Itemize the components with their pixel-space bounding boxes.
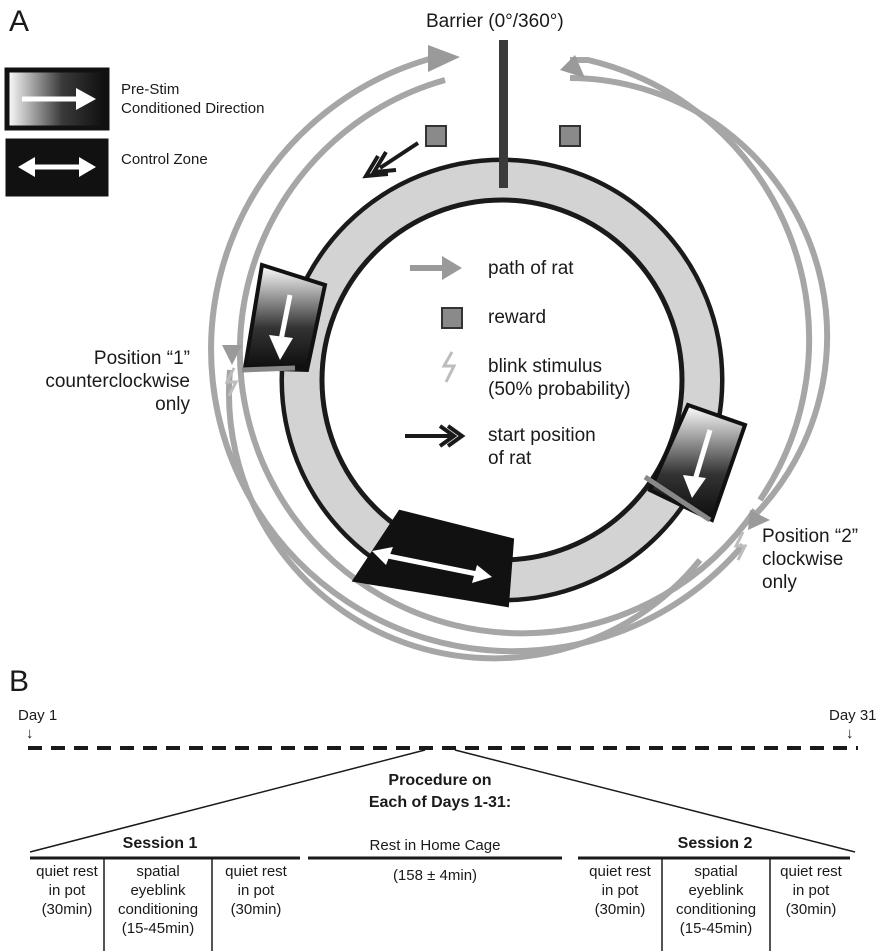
rest-duration: (158 ± 4min): [392, 867, 478, 884]
procedure-fan-right: [454, 749, 856, 853]
conditioned-zone-position-1: [241, 262, 328, 373]
legend-control-zone-label: Control Zone: [121, 151, 208, 168]
conditioned-zone-position-2: [643, 402, 748, 523]
path-arrowhead-top-right: [560, 55, 585, 78]
key-start-arrow-icon: [405, 424, 466, 448]
day-start-label: Day 1: [18, 707, 58, 724]
key-blink-label: blink stimulus (50% probability): [488, 356, 631, 400]
position-2-label: Position “2” clockwise only: [762, 526, 859, 593]
panel-a-label: A: [9, 5, 30, 38]
position-1-label: Position “1” counterclockwise only: [45, 348, 190, 415]
rat-path-rings: [208, 52, 831, 662]
session2-cell-quiet-rest-post: quiet rest in pot (30min): [780, 863, 842, 918]
reward-square-left: [425, 125, 447, 147]
key-blink-icon: [441, 351, 457, 383]
key-start-label: start position of rat: [488, 425, 596, 469]
day-start-arrow-icon: ↓: [26, 725, 34, 742]
session2-label: Session 2: [677, 835, 753, 852]
legend-pre-stim-box: [4, 67, 110, 131]
path-arrowhead-right: [748, 510, 770, 530]
legend-control-zone-box: [5, 138, 109, 197]
reward-square-right: [559, 125, 581, 147]
key-path-label: path of rat: [488, 258, 574, 279]
start-position-arrow: [362, 141, 420, 179]
session2-cell-quiet-rest-pre: quiet rest in pot (30min): [589, 863, 651, 918]
session1-cell-quiet-rest-pre: quiet rest in pot (30min): [36, 863, 98, 918]
key-path-arrow-icon: [410, 256, 462, 280]
blink-stimulus-position-2: [733, 531, 748, 561]
panel-b-label: B: [9, 665, 30, 698]
day-end-arrow-icon: ↓: [846, 725, 854, 742]
session-dividers: [103, 858, 771, 951]
day-end-label: Day 31: [829, 707, 877, 724]
control-zone-track: [351, 509, 515, 608]
key-reward-icon: [441, 307, 463, 329]
key-reward-label: reward: [488, 307, 547, 328]
session2-cell-conditioning: spatial eyeblink conditioning (15-45min): [675, 863, 757, 937]
barrier: [499, 40, 508, 188]
legend-pre-stim-label: Pre-Stim Conditioned Direction: [121, 81, 265, 117]
barrier-label: Barrier (0°/360°): [426, 11, 564, 32]
procedure-title: Procedure on Each of Days 1-31:: [368, 772, 512, 811]
session1-label: Session 1: [122, 835, 198, 852]
path-arrowhead-top: [428, 45, 460, 72]
rat-path-arrowheads: [222, 45, 770, 530]
path-arrowhead-left: [222, 345, 242, 365]
session1-cell-quiet-rest-post: quiet rest in pot (30min): [225, 863, 287, 918]
session1-cell-conditioning: spatial eyeblink conditioning (15-45min): [117, 863, 199, 937]
rest-label: Rest in Home Cage: [369, 837, 501, 854]
blink-stimulus-position-1: [224, 367, 239, 397]
procedure-fan-left: [29, 749, 426, 853]
